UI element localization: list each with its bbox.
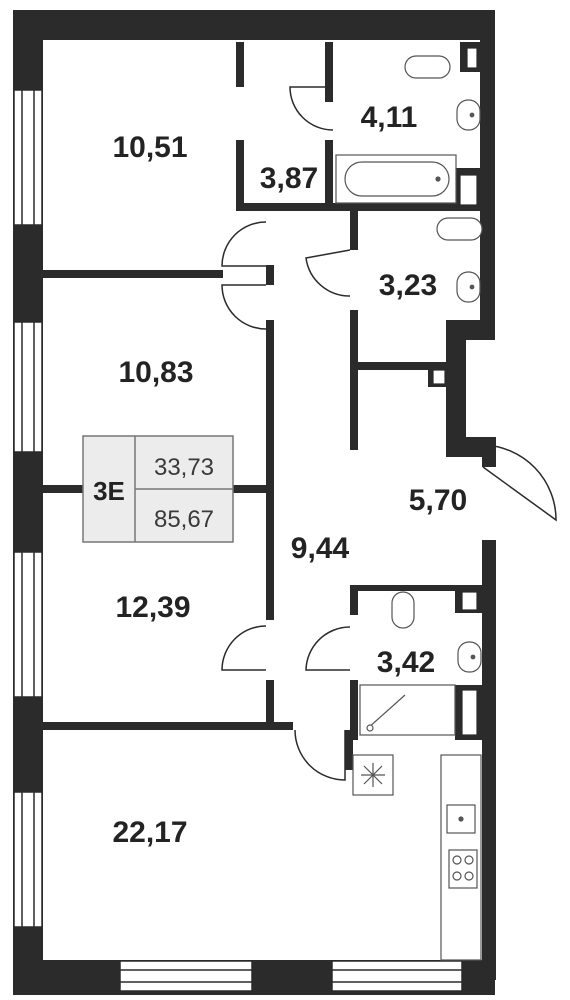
snowflake-icon — [361, 763, 385, 787]
sink-icon — [456, 99, 481, 131]
window-left-1 — [13, 89, 43, 226]
room-area-bedroom-lower: 12,39 — [115, 591, 190, 624]
door-kitchen — [294, 729, 346, 781]
sink-icon — [457, 641, 482, 673]
door-bedroom-middle — [221, 284, 267, 330]
room-area-hall: 5,70 — [409, 484, 467, 517]
door-bedroom-top — [221, 221, 267, 267]
room-area-shower: 3,42 — [377, 646, 435, 679]
room-area-kitchen: 22,17 — [112, 816, 187, 849]
room-labels: 10,51 3,87 4,11 3,23 10,83 5,70 9,44 12,… — [112, 101, 467, 849]
window-left-3 — [13, 551, 43, 698]
room-area-wardrobe: 3,87 — [260, 162, 318, 195]
window-left-4 — [13, 791, 43, 928]
doors — [221, 86, 557, 781]
apartment-badge: 3E 33,73 85,67 — [82, 435, 234, 543]
door-entrance — [482, 444, 557, 522]
door-bedroom-lower — [221, 625, 267, 671]
room-area-bedroom-middle: 10,83 — [118, 356, 193, 389]
total-area-value: 85,67 — [154, 506, 214, 533]
room-area-corridor: 9,44 — [291, 532, 350, 565]
living-area-value: 33,73 — [154, 454, 214, 481]
window-bottom-1 — [119, 960, 253, 992]
window-bottom-2 — [331, 960, 463, 992]
room-area-bathroom: 4,11 — [361, 101, 418, 134]
apartment-type: 3E — [93, 476, 125, 506]
toilet-icon — [391, 591, 415, 629]
kitchen — [352, 754, 482, 961]
toilet-icon — [404, 55, 451, 79]
door-bathroom — [289, 86, 334, 131]
door-wc — [305, 249, 351, 297]
room-area-bedroom-top: 10,51 — [112, 131, 187, 164]
windows — [13, 89, 463, 992]
room-area-wc: 3,23 — [379, 269, 437, 302]
fixtures — [335, 55, 483, 736]
door-shower — [305, 626, 351, 671]
shower-tray-icon — [359, 684, 456, 736]
toilet-icon — [436, 217, 483, 241]
sink-icon — [456, 271, 481, 303]
stove-icon — [448, 849, 478, 889]
window-left-2 — [13, 321, 43, 453]
